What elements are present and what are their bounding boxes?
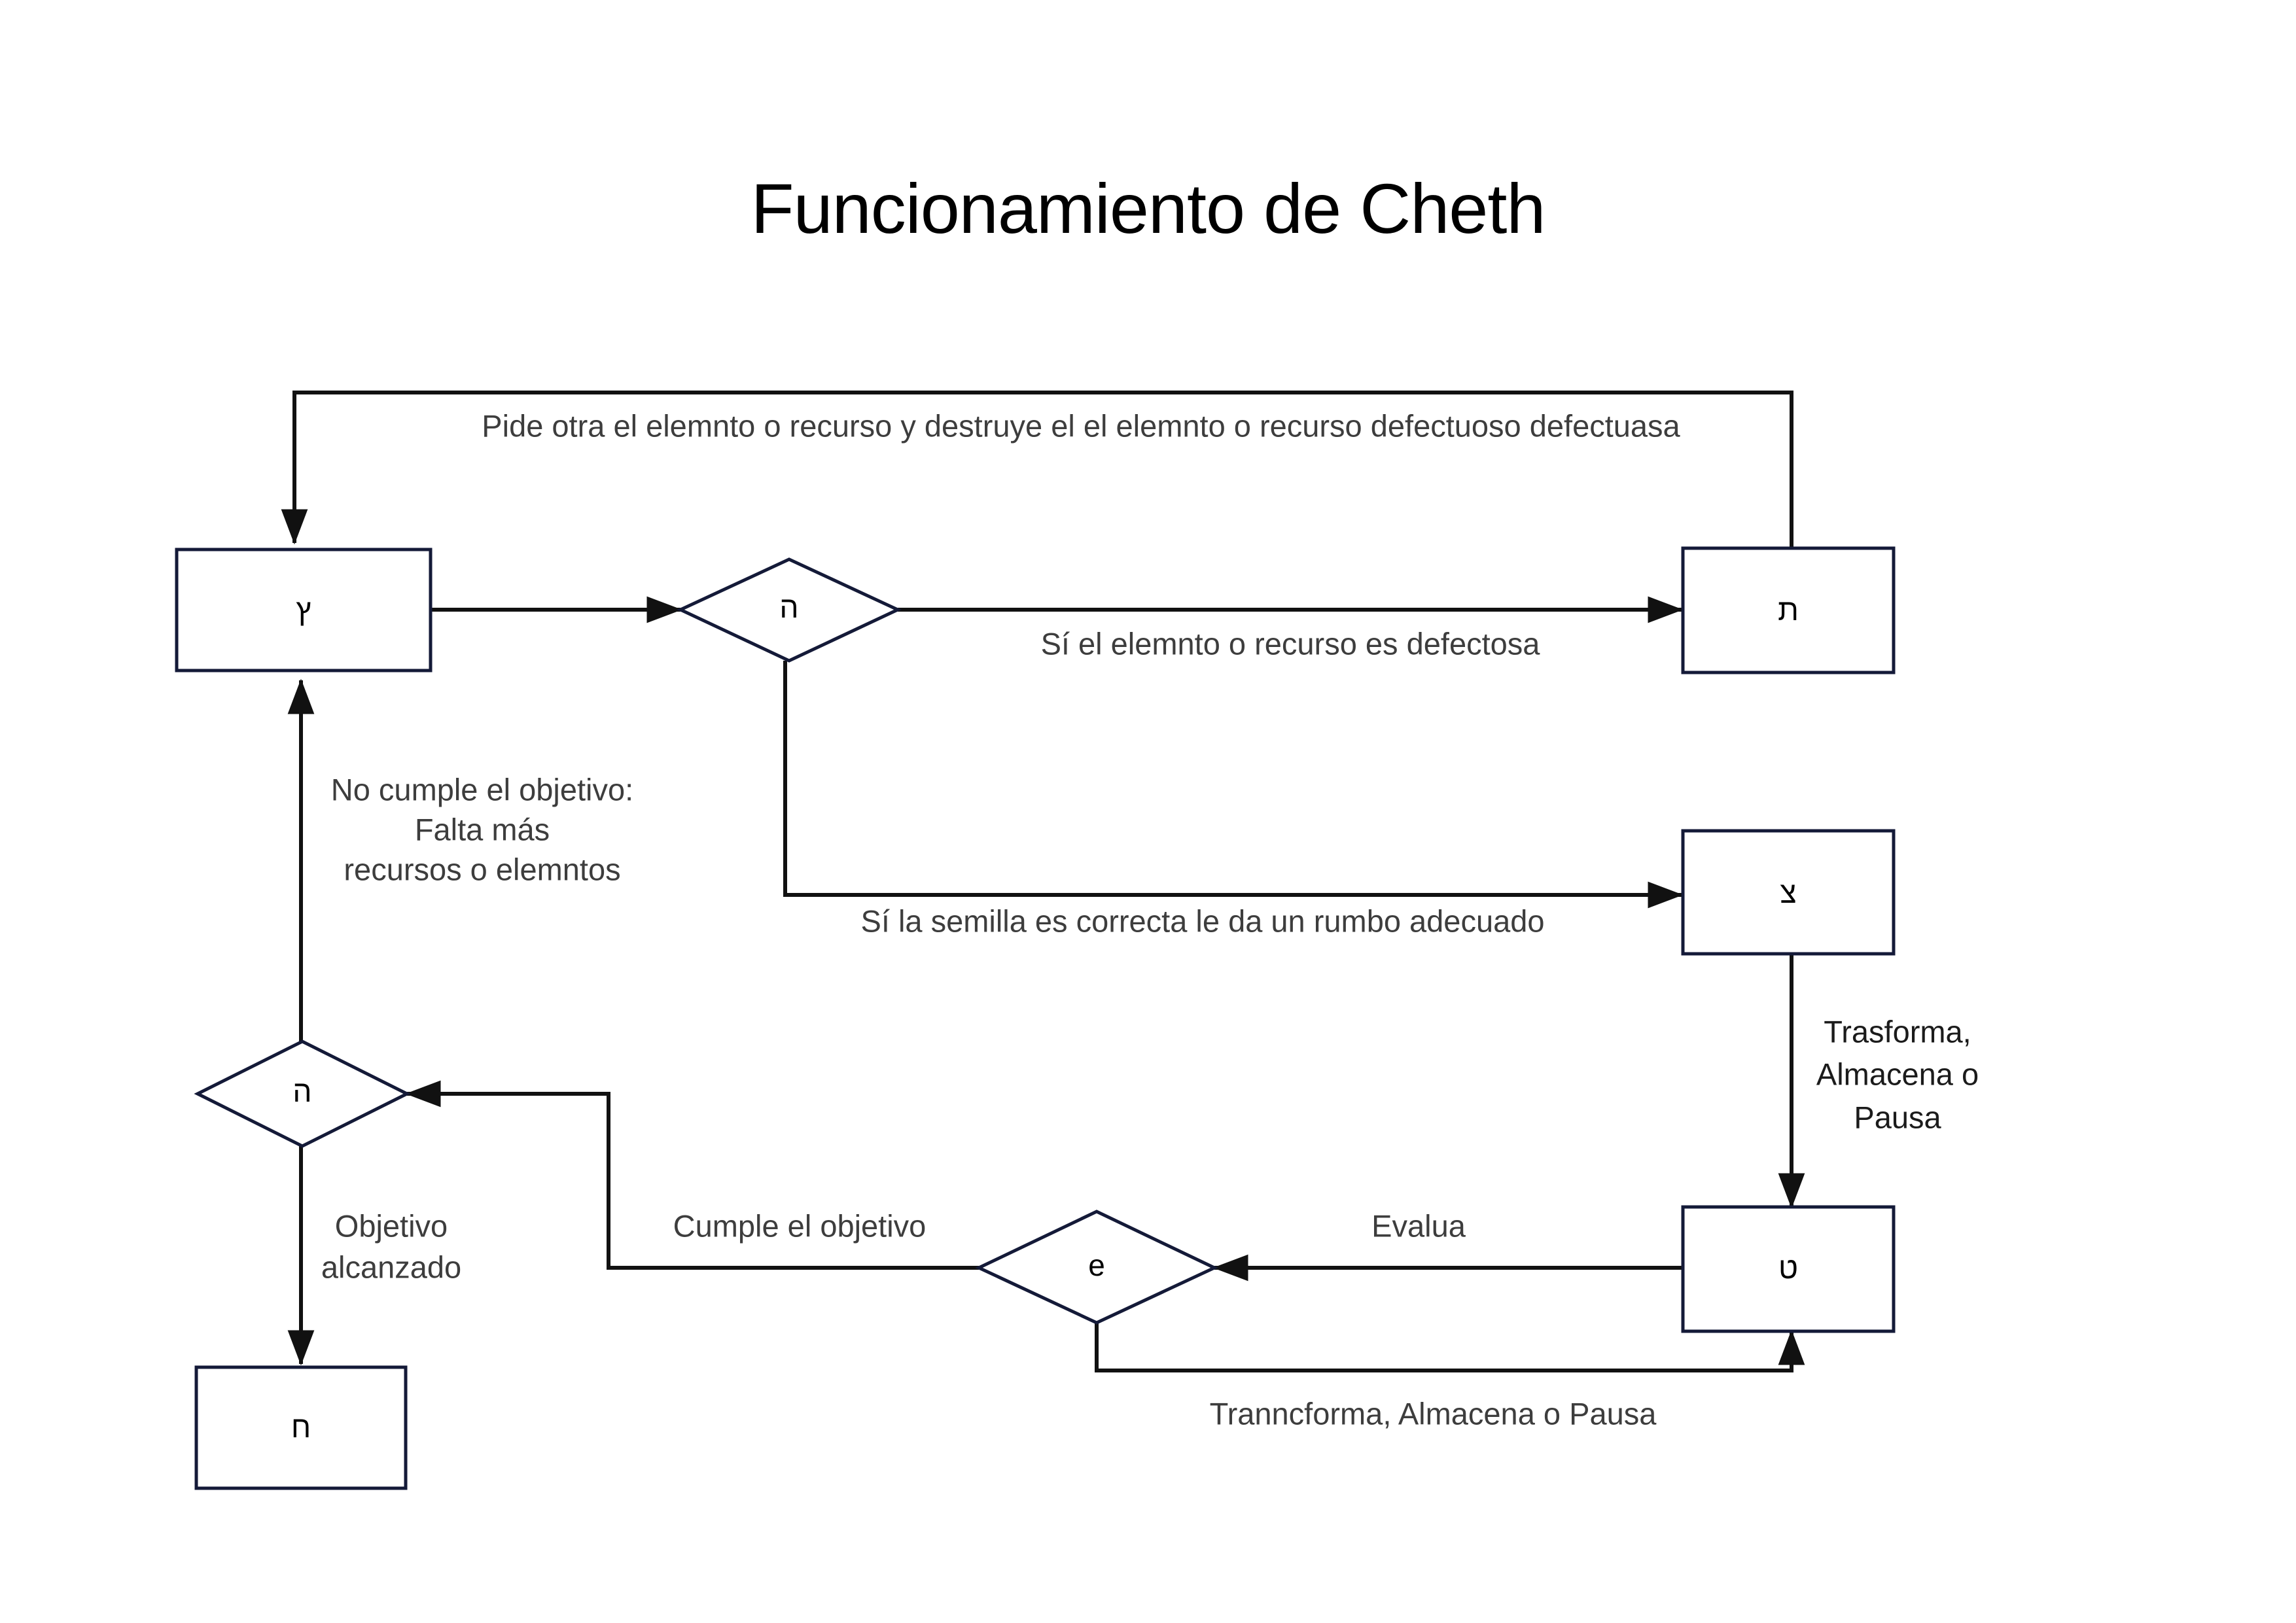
node-e-decision[interactable]: e — [975, 1210, 1218, 1325]
edge-label-objetivo-alcanzado-line-2: alcanzado — [321, 1249, 461, 1284]
node-he-decision-bottom[interactable]: ה — [194, 1039, 411, 1148]
edge-label-trasforma-right-line-1: Trasforma, — [1824, 1014, 1971, 1049]
edge-label-objetivo-alcanzado-line-1: Objetivo — [335, 1208, 448, 1243]
edge-label-semilla: Sí la semilla es correcta le da un rumbo… — [860, 903, 1544, 938]
edge-label-trasforma-right-line-2: Almacena o — [1816, 1056, 1979, 1091]
node-tet-box-label: ט — [1778, 1251, 1798, 1285]
edge-label-no-cumple: No cumple el objetivo: Falta más recurso… — [331, 772, 633, 886]
edge-label-no-cumple-line-3: recursos o elemntos — [344, 852, 620, 886]
node-he-decision-top-label: ה — [779, 590, 798, 624]
node-het-box-label: ח — [291, 1410, 311, 1444]
node-tet-box[interactable]: ט — [1681, 1205, 1896, 1333]
edge-label-feedback-top: Pide otra el elemnto o recurso y destruy… — [482, 408, 1680, 443]
node-tsadi-box-label: צ — [1780, 875, 1796, 909]
node-e-decision-label: e — [1088, 1248, 1105, 1282]
node-tav-box[interactable]: ת — [1681, 546, 1896, 674]
edge-label-objetivo-alcanzado: Objetivo alcanzado — [321, 1208, 461, 1284]
node-het-box[interactable]: ח — [194, 1365, 408, 1490]
edge-label-no-cumple-line-1: No cumple el objetivo: — [331, 772, 633, 807]
edge-label-trasforma-right: Trasforma, Almacena o Pausa — [1816, 1014, 1979, 1134]
edge-label-trasforma-right-line-3: Pausa — [1854, 1100, 1941, 1134]
node-tsadi-final-box[interactable]: ץ — [175, 548, 433, 672]
edge-label-defectosa: Sí el elemnto o recurso es defectosa — [1041, 626, 1541, 661]
node-tsadi-final-box-label: ץ — [296, 593, 311, 627]
edge-feedback-top — [281, 391, 1793, 548]
edge-tranncforma-bottom — [1095, 1308, 1805, 1372]
edge-label-no-cumple-line-2: Falta más — [415, 812, 550, 846]
node-tsadi-box[interactable]: צ — [1681, 829, 1896, 956]
edge-semilla — [783, 661, 1684, 909]
node-he-decision-bottom-label: ה — [292, 1074, 311, 1108]
edge-label-cumple: Cumple el objetivo — [673, 1208, 927, 1243]
edge-cumple — [405, 1080, 979, 1270]
node-tav-box-label: ת — [1778, 593, 1799, 627]
edge-label-evalua: Evalua — [1371, 1208, 1466, 1243]
node-he-decision-top[interactable]: ה — [677, 557, 902, 663]
edge-label-tranncforma-bottom: Tranncforma, Almacena o Pausa — [1210, 1396, 1657, 1431]
page-title: Funcionamiento de Cheth — [751, 169, 1546, 248]
